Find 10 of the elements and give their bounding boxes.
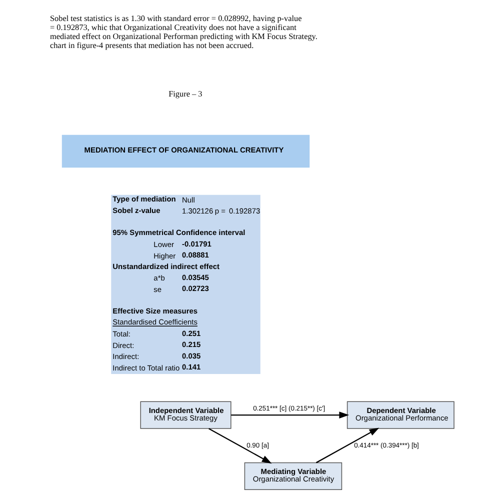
arrow <box>208 428 272 464</box>
node-box: Mediating Variable Organizational Creativity <box>244 462 342 490</box>
arrow <box>316 428 380 464</box>
label: Figure – 3 <box>168 89 202 98</box>
arrow <box>231 412 350 418</box>
label: Sobel test statistics is as 1.30 with standard error = 0.028992, having p-value = 0.192873, whic that Organizational Creativity does not have a significant mediated effect on Organizational Performan predicting with KM Focus Strategy. chart in figure-4 presents that mediation has not been accrued. <box>50 14 318 50</box>
node-box: MEDIATION EFFECT OF ORGANIZATIONAL CREATIVITY <box>62 134 310 168</box>
node-box: Type of mediation Null Sobel z-value 1.302126 p = 0.192873 95% Symmetrical Confidence interval Lower -0.01791 Higher 0.08881 Unstandardized indirect effect a*b 0.03545 se 0.02723 Effective Size measures Standardised Coefficients Total: 0.251 Direct: 0.215 Indirect: 0.035 Indirect to Total ratio 0.141 <box>111 194 260 374</box>
node-box: Independent Variable KM Focus Strategy <box>140 401 232 429</box>
node-box: Dependent Variable Organizational Performance <box>346 401 454 429</box>
